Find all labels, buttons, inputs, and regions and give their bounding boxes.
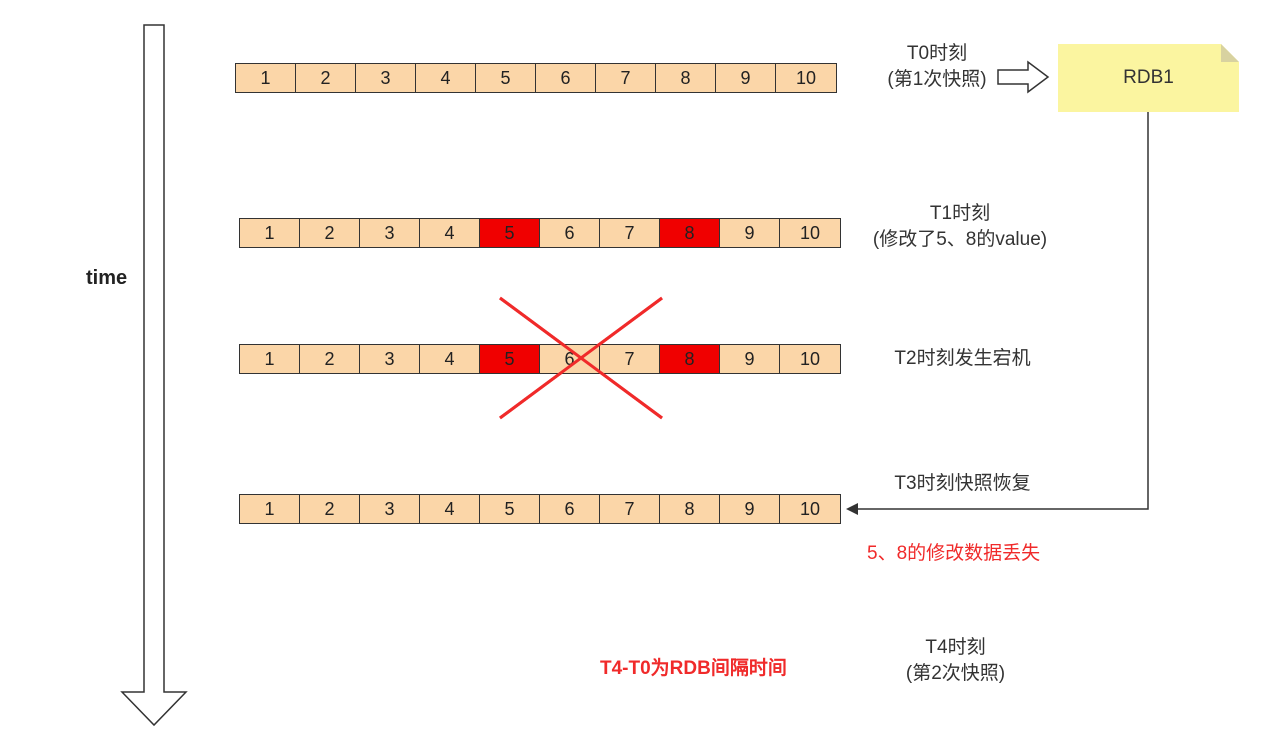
data-cell: 4 xyxy=(420,345,480,373)
data-cell: 1 xyxy=(240,219,300,247)
interval-note: T4-T0为RDB间隔时间 xyxy=(600,658,787,679)
data-loss-note: 5、8的修改数据丢失 xyxy=(867,543,1041,564)
modified-cell: 8 xyxy=(660,345,720,373)
modified-cell: 8 xyxy=(660,219,720,247)
data-cell: 7 xyxy=(600,345,660,373)
data-cell: 1 xyxy=(240,345,300,373)
data-cell: 6 xyxy=(536,64,596,92)
data-cell: 4 xyxy=(420,219,480,247)
data-cell: 10 xyxy=(776,64,836,92)
snapshot-arrow xyxy=(997,60,1050,94)
data-cell: 6 xyxy=(540,219,600,247)
data-cell: 8 xyxy=(656,64,716,92)
t4-subtitle: (第2次快照) xyxy=(905,663,1006,684)
data-cell: 9 xyxy=(716,64,776,92)
t0-title: T0时刻 xyxy=(906,43,968,64)
t1-label: T1时刻 (修改了5、8的value) xyxy=(855,201,1065,253)
data-cell: 5 xyxy=(476,64,536,92)
t3-label: T3时刻快照恢复 xyxy=(894,473,1031,494)
t0-label: T0时刻 (第1次快照) xyxy=(872,41,1002,93)
rdb1-label: RDB1 xyxy=(1123,67,1174,88)
data-cell: 3 xyxy=(360,345,420,373)
data-cell: 9 xyxy=(720,345,780,373)
data-cell: 7 xyxy=(596,64,656,92)
restore-arrowhead xyxy=(846,503,858,515)
data-cell: 1 xyxy=(240,495,300,523)
data-cell: 4 xyxy=(420,495,480,523)
data-cell: 7 xyxy=(600,219,660,247)
time-axis-arrow xyxy=(120,24,188,727)
time-axis-label: time xyxy=(86,267,128,289)
note-fold-icon xyxy=(1221,44,1239,62)
data-cell: 8 xyxy=(660,495,720,523)
t1-title: T1时刻 xyxy=(929,203,991,224)
modified-cell: 5 xyxy=(480,219,540,247)
data-cell: 10 xyxy=(780,219,840,247)
data-cell: 4 xyxy=(416,64,476,92)
data-cell: 9 xyxy=(720,495,780,523)
data-cell: 7 xyxy=(600,495,660,523)
data-cell: 10 xyxy=(780,495,840,523)
data-cell: 6 xyxy=(540,495,600,523)
data-cell: 9 xyxy=(720,219,780,247)
restore-connector xyxy=(858,112,1149,510)
data-cell: 2 xyxy=(300,495,360,523)
data-cell: 2 xyxy=(300,345,360,373)
t1-subtitle: (修改了5、8的value) xyxy=(872,229,1048,250)
data-cell: 3 xyxy=(356,64,416,92)
data-cell: 3 xyxy=(360,495,420,523)
data-cell: 6 xyxy=(540,345,600,373)
modified-cell: 5 xyxy=(480,345,540,373)
t4-title: T4时刻 xyxy=(925,637,986,658)
t2-label: T2时刻发生宕机 xyxy=(894,348,1031,369)
t4-label: T4时刻 (第2次快照) xyxy=(888,635,1023,687)
data-cell: 5 xyxy=(480,495,540,523)
data-cell: 1 xyxy=(236,64,296,92)
rdb1-snapshot-note: RDB1 xyxy=(1058,44,1239,112)
data-cell: 2 xyxy=(296,64,356,92)
data-cell: 2 xyxy=(300,219,360,247)
data-cell: 10 xyxy=(780,345,840,373)
data-cell: 3 xyxy=(360,219,420,247)
t0-subtitle: (第1次快照) xyxy=(887,69,987,90)
